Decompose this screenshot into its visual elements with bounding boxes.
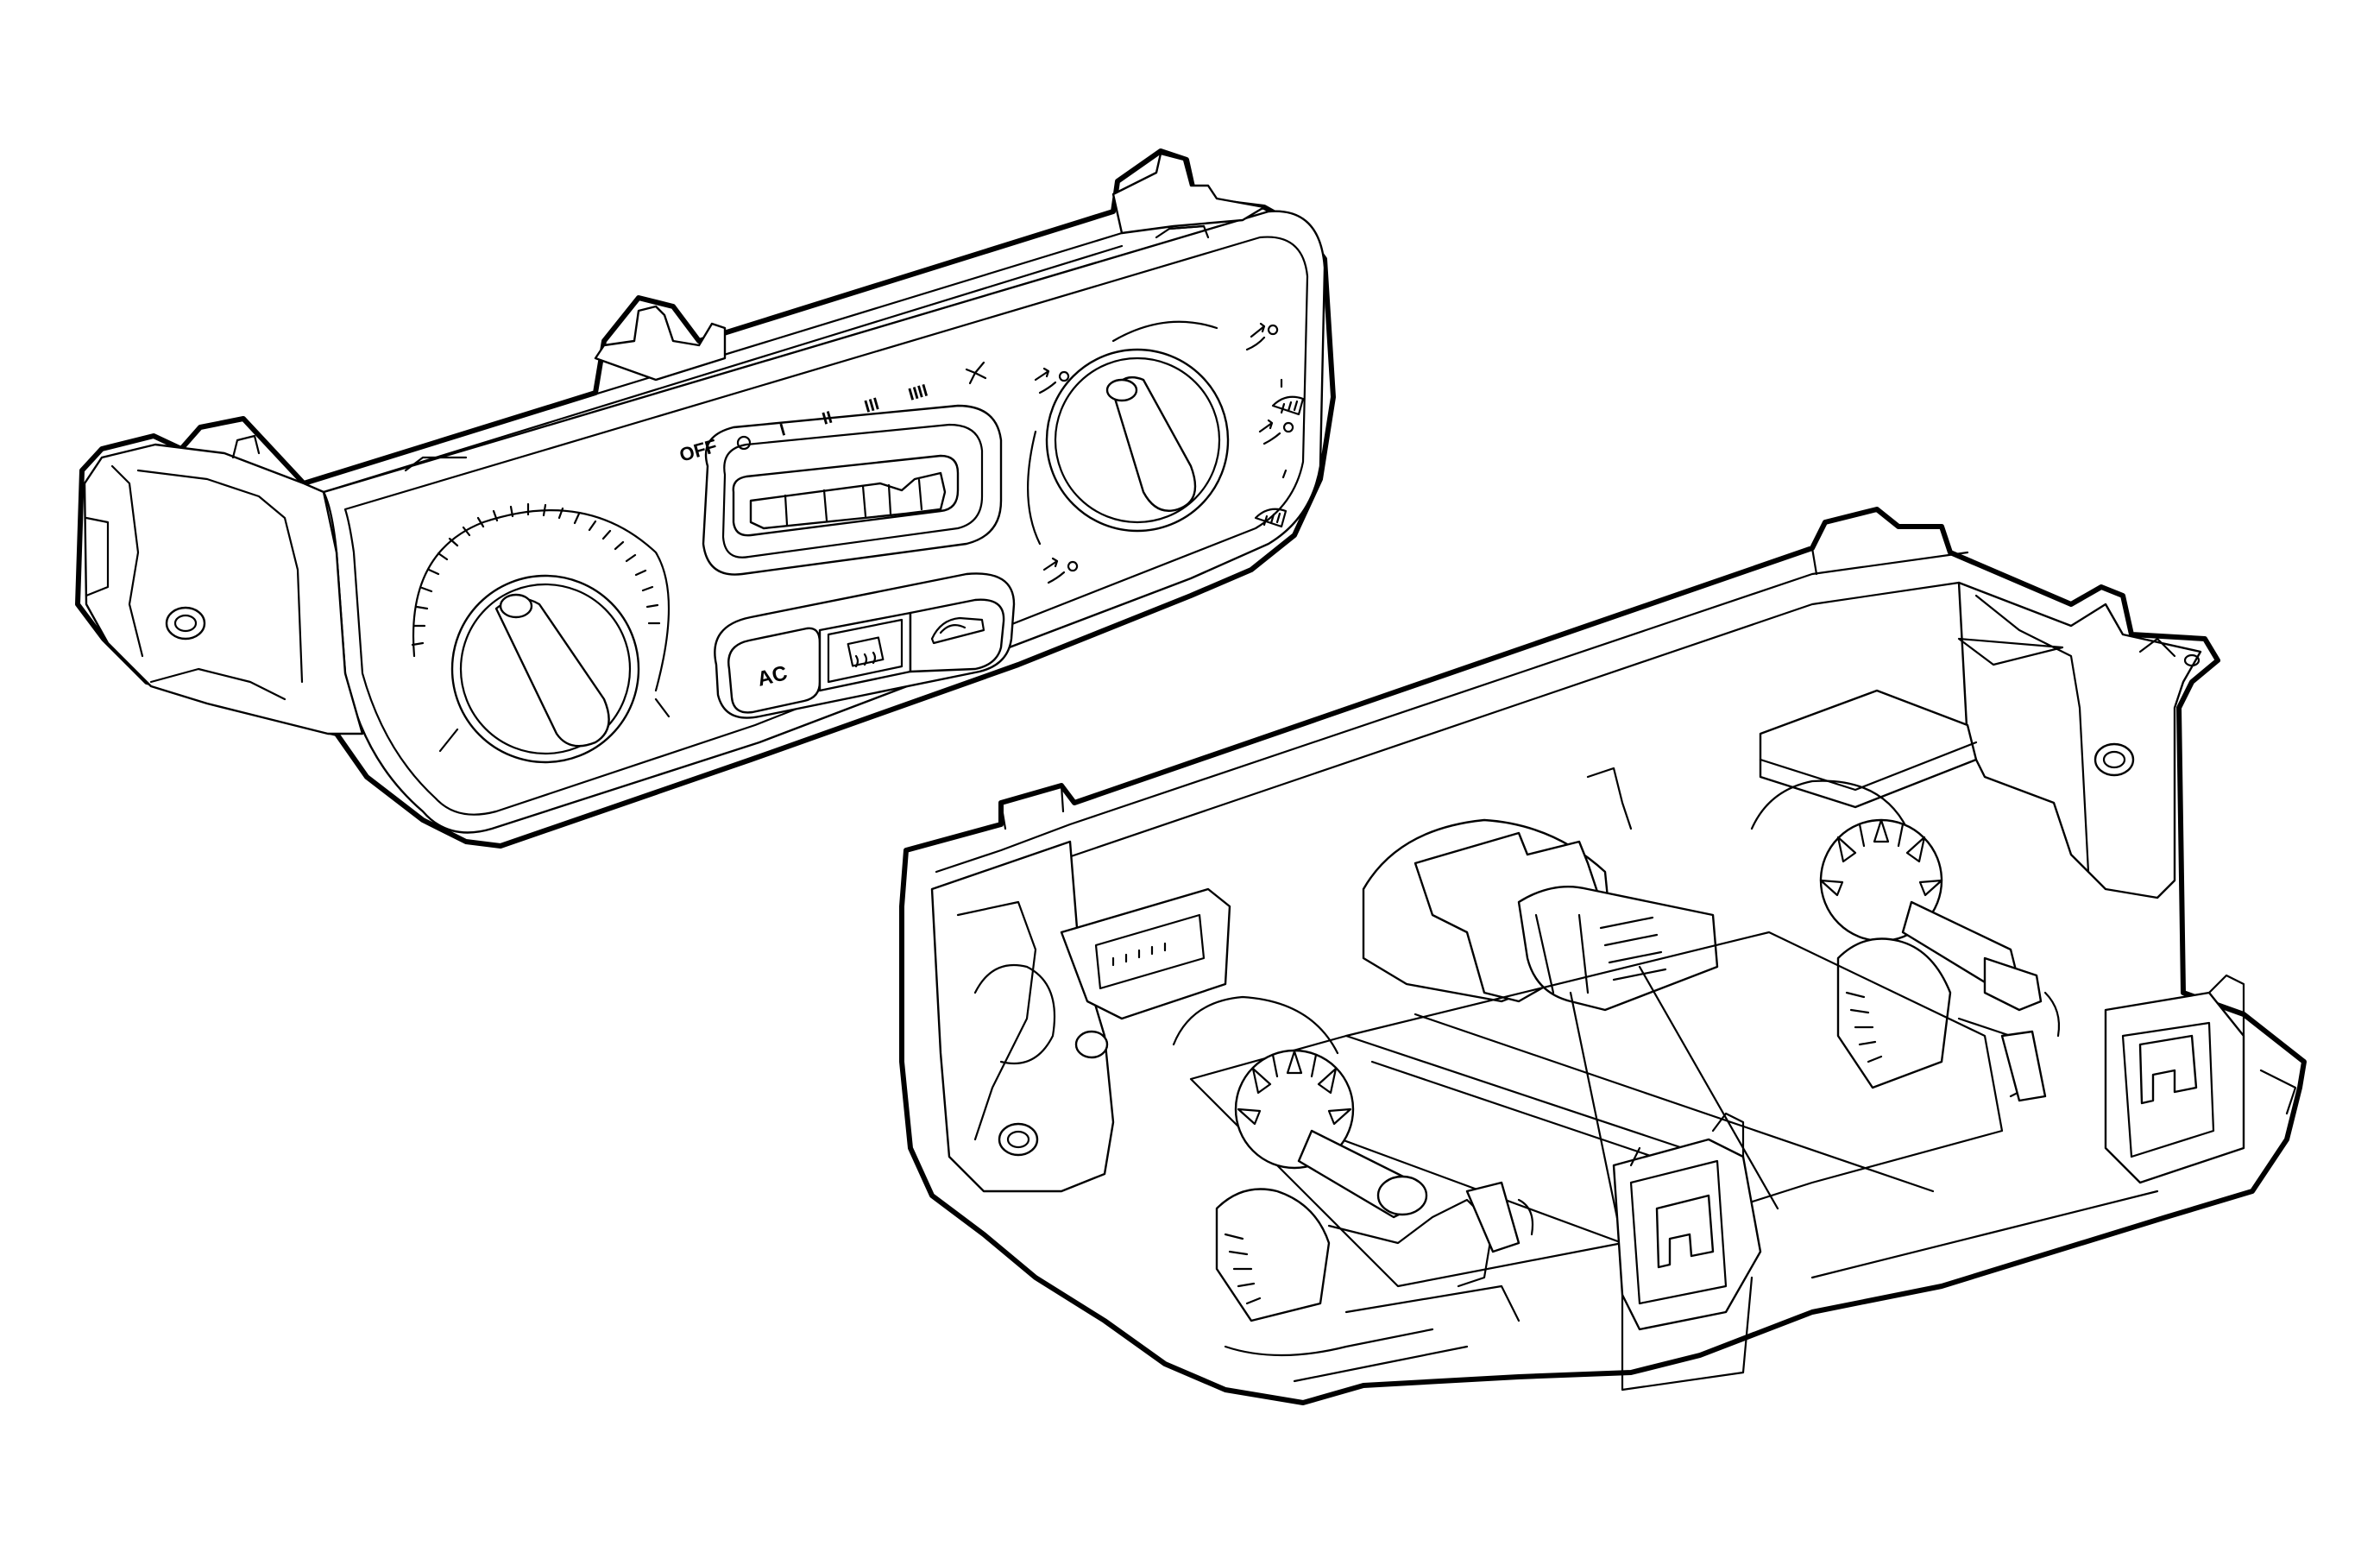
off-indicator-dot (736, 435, 752, 451)
rear-defrost-icon (847, 636, 885, 668)
fan-speed-mark-1: I (778, 420, 787, 440)
wiring-connector-center (1362, 767, 1719, 1012)
left-side-housing (83, 443, 364, 735)
right-end-bracket (1957, 581, 2202, 899)
upper-right-block (1759, 689, 1978, 809)
temperature-tick-marks (411, 502, 661, 647)
ac-button[interactable]: AC (727, 627, 822, 714)
vent-airflow-icon (1034, 322, 1294, 584)
top-clip-center (594, 305, 727, 382)
top-clip-right (1111, 152, 1266, 235)
left-temperature-knob[interactable] (411, 502, 671, 764)
left-knob-indicator (499, 593, 533, 619)
bottom-clip-tower (1612, 1112, 1762, 1391)
fan-speed-control[interactable] (702, 404, 1003, 576)
button-cluster: AC (714, 572, 1016, 719)
mode-scale-arc (1027, 430, 1042, 546)
left-end-wall (930, 840, 1115, 1193)
right-clip-tower (2104, 974, 2297, 1184)
front-control-panel: OFF I II III IIII AC (75, 148, 1336, 849)
recirculation-icon (930, 616, 985, 645)
recirculation-button[interactable] (909, 598, 1005, 673)
mount-hole-lower-left (998, 1122, 1039, 1157)
right-mode-knob[interactable] (1027, 320, 1305, 584)
fan-speed-mark-3: III (862, 394, 881, 417)
windshield-defrost-icon (1254, 395, 1305, 528)
wiring-connector-left (1060, 887, 1231, 1020)
right-gear-assembly (1750, 779, 2061, 1102)
rear-housing-assembly (899, 507, 2307, 1405)
fan-icon (965, 361, 987, 385)
fan-speed-slider-thumb[interactable] (749, 471, 947, 530)
temperature-scale-arc (412, 509, 671, 692)
right-knob-indicator (1105, 378, 1138, 402)
left-gear-assembly (1172, 995, 1534, 1322)
mount-hole-right (2094, 742, 2135, 777)
mount-hole-left (165, 606, 206, 641)
right-knob-pointer (1111, 375, 1197, 512)
